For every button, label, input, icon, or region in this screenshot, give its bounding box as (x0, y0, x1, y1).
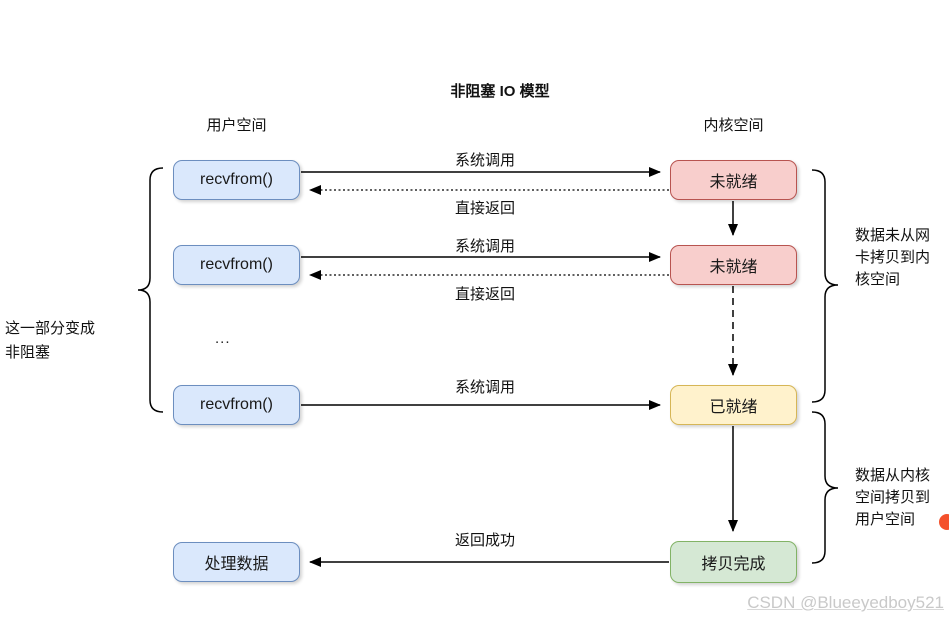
ready-box: 已就绪 (670, 385, 797, 425)
direct-return1-label: 直接返回 (454, 200, 515, 217)
recvfrom-box-3: recvfrom() (173, 385, 300, 425)
direct-return2-label: 直接返回 (454, 286, 515, 303)
left-note: 这一部分变成 非阻塞 (5, 320, 96, 361)
kernel-space-header: 内核空间 (703, 117, 764, 134)
syscall1-label: 系统调用 (454, 152, 515, 169)
recvfrom-box-2: recvfrom() (173, 245, 300, 285)
syscall2-label: 系统调用 (454, 238, 515, 255)
return-success-label: 返回成功 (454, 532, 515, 549)
orange-dot-icon (939, 514, 949, 530)
copy-done-box: 拷贝完成 (670, 541, 797, 583)
right-top-note: 数据未从网 卡拷贝到内 核空间 (855, 227, 931, 288)
syscall3-label: 系统调用 (454, 379, 515, 396)
process-data-box: 处理数据 (173, 542, 300, 582)
diagram-title: 非阻塞 IO 模型 (450, 83, 550, 100)
right-bottom-note: 数据从内核 空间拷贝到 用户空间 (855, 467, 931, 528)
recvfrom-box-1: recvfrom() (173, 160, 300, 200)
ellipsis: ... (215, 330, 231, 347)
right-brace-bottom (811, 411, 839, 564)
left-brace (137, 167, 164, 413)
user-space-header: 用户空间 (206, 117, 267, 134)
watermark: CSDN @Blueeyedboy521 (747, 593, 944, 612)
right-brace-top (811, 169, 839, 403)
not-ready-box-2: 未就绪 (670, 245, 797, 285)
not-ready-box-1: 未就绪 (670, 160, 797, 200)
